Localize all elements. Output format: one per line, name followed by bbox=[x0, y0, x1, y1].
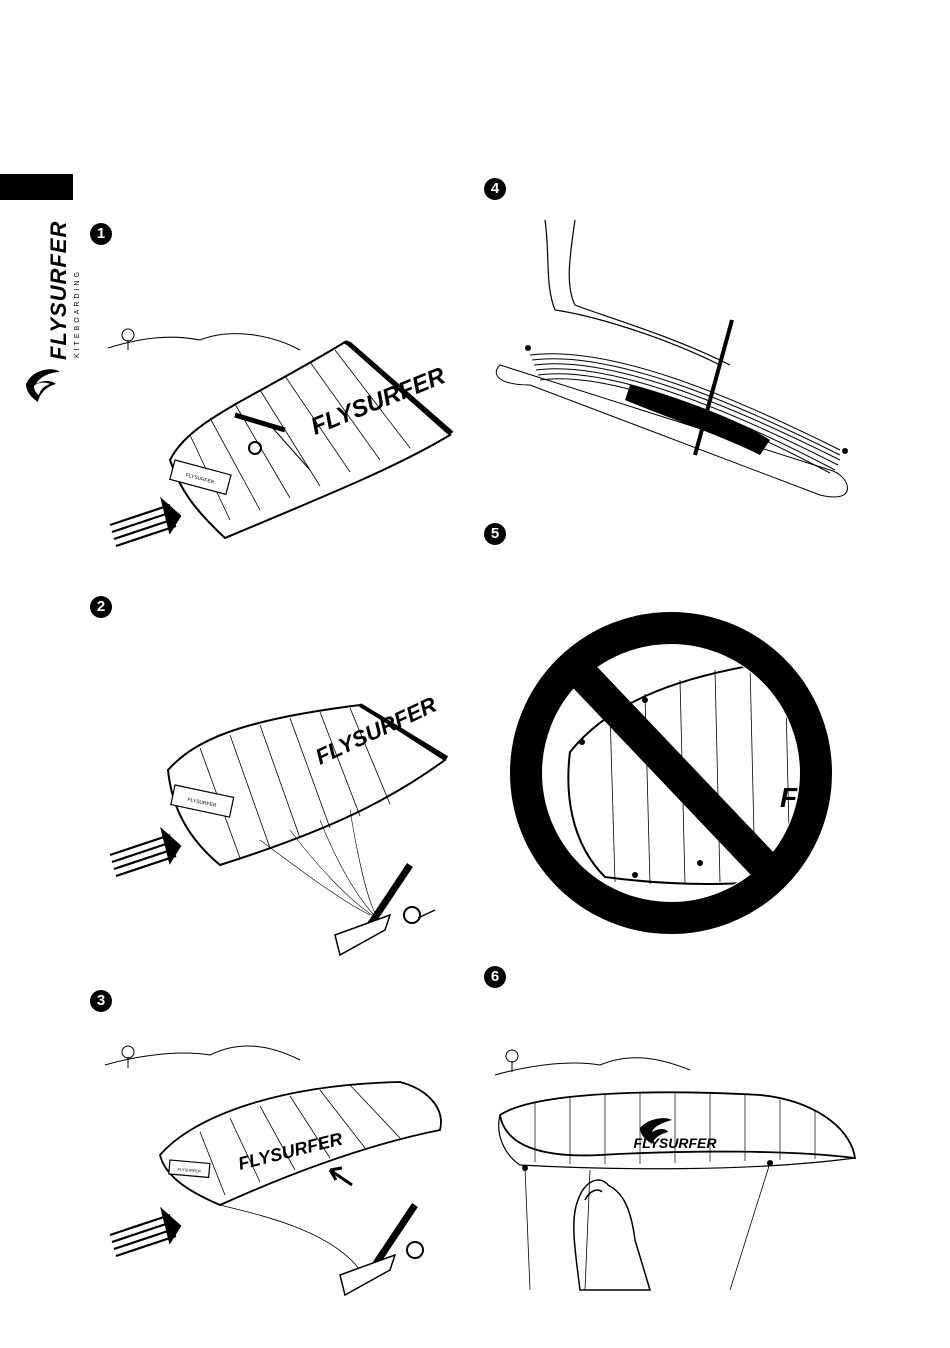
tree-icon bbox=[122, 329, 134, 350]
tree-icon bbox=[506, 1050, 518, 1072]
step-number-6: 6 bbox=[484, 966, 506, 988]
figure-step-6: FLYSURFER bbox=[490, 1040, 860, 1290]
wind-arrow-icon bbox=[110, 1210, 180, 1256]
airflow-arrow-icon bbox=[330, 1168, 352, 1185]
figure-step-4 bbox=[490, 215, 860, 505]
flysurfer-logo-icon bbox=[22, 362, 64, 406]
step-number-5: 5 bbox=[484, 523, 506, 545]
step-number-1: 1 bbox=[90, 223, 112, 245]
kite-print: FLYSURFER bbox=[634, 1135, 718, 1151]
figure-step-3: FLYSURFER FLYSURFER bbox=[100, 1040, 460, 1300]
step-number-2: 2 bbox=[90, 596, 112, 618]
bar-icon bbox=[340, 1205, 423, 1295]
brand-tagline: KITEBOARDING bbox=[74, 269, 81, 358]
tree-icon bbox=[122, 1046, 134, 1068]
section-tab bbox=[0, 174, 73, 200]
wind-arrow-icon bbox=[110, 500, 180, 546]
figure-step-1: FLYSURFER FLYSURFER bbox=[100, 320, 460, 550]
wind-arrow-icon bbox=[110, 830, 180, 876]
step-number-4: 4 bbox=[484, 178, 506, 200]
kite-pocket: FLYSURFER bbox=[169, 1160, 210, 1177]
figure-step-5: F bbox=[510, 612, 832, 934]
hand-icon bbox=[574, 1180, 650, 1290]
step-number-3: 3 bbox=[90, 990, 112, 1012]
brand-wordmark: FLYSURFER bbox=[46, 221, 72, 360]
figure-step-2: FLYSURFER FLYSURFER bbox=[100, 700, 460, 960]
bar-icon bbox=[335, 865, 435, 955]
